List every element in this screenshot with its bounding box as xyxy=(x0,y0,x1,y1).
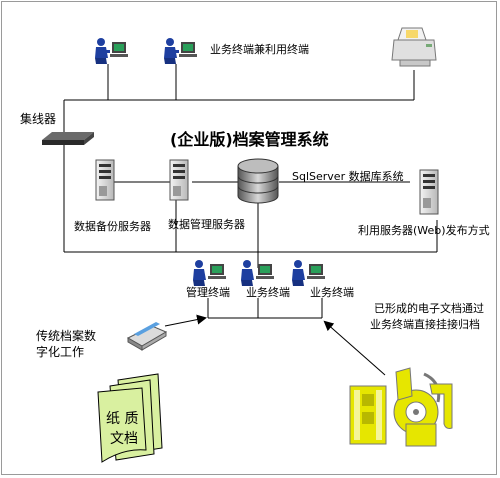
server-tower-icon xyxy=(169,159,189,201)
paper-label-line2: 文档 xyxy=(110,431,138,447)
server-tower-icon xyxy=(95,159,115,201)
mgmt-server-label: 数据管理服务器 xyxy=(168,218,245,231)
backup-server-label: 数据备份服务器 xyxy=(74,220,151,233)
multimedia-files-icon xyxy=(349,367,453,447)
server-tower-icon xyxy=(419,169,439,215)
digitize-arrow xyxy=(164,314,207,327)
web-server-label: 利用服务器(Web)发布方式 xyxy=(358,224,490,237)
digitize-label-line2: 字化工作 xyxy=(36,345,85,359)
network-hub-icon xyxy=(42,132,94,145)
printer-icon xyxy=(391,27,437,67)
computer-user-icon xyxy=(241,260,274,286)
computer-user-icon xyxy=(193,260,226,286)
hub-label: 集线器 xyxy=(20,112,57,126)
computer-user-icon xyxy=(292,260,325,286)
biz-terminal-label: 业务终端 xyxy=(246,286,290,299)
paper-label-line1: 纸 质 xyxy=(106,411,139,427)
mgmt-terminal-label: 管理终端 xyxy=(186,286,230,299)
system-title: (企业版)档案管理系统 xyxy=(170,130,329,149)
archive-arrow xyxy=(323,320,386,376)
database-cylinder-icon xyxy=(237,158,279,204)
computer-user-icon xyxy=(95,38,128,64)
computer-user-icon xyxy=(164,38,197,64)
archive-label-line1: 已形成的电子文档通过 xyxy=(374,302,484,315)
db-system-label: SqlServer 数据库系统 xyxy=(292,170,404,183)
digitize-label-line1: 传统档案数 xyxy=(36,329,97,343)
connection-lines xyxy=(63,64,438,319)
archive-label-line2: 业务终端直接挂接归档 xyxy=(370,318,480,331)
scanner-icon xyxy=(126,322,168,351)
paper-documents-icon xyxy=(97,373,163,463)
biz-terminal-label: 业务终端 xyxy=(310,286,354,299)
top-terminals-label: 业务终端兼利用终端 xyxy=(210,43,309,56)
